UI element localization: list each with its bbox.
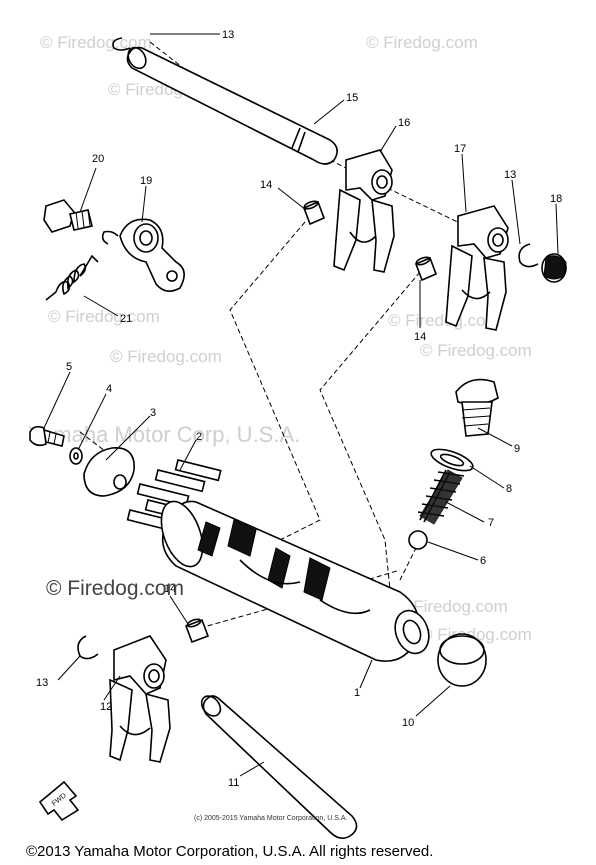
- circlip-top: [112, 37, 131, 51]
- stopper-plate-3: [83, 447, 135, 497]
- cap-10: [437, 633, 487, 687]
- label-15: 15: [346, 92, 358, 104]
- firedog-watermark: © Firedog.com: [420, 341, 532, 360]
- label-2: 2: [196, 431, 202, 443]
- label-14-lower: 14: [164, 583, 176, 595]
- screw-5: [29, 425, 65, 447]
- shift-fork-17: [445, 205, 509, 331]
- shift-cam-drum-1: [160, 500, 430, 662]
- label-4: 4: [106, 383, 112, 395]
- label-9: 9: [514, 443, 520, 455]
- guide-pin-upper-left: [302, 200, 326, 226]
- label-3: 3: [150, 407, 156, 419]
- washer-4: [69, 447, 83, 465]
- shift-shaft-lower: [200, 695, 358, 840]
- shift-fork-12: [109, 635, 171, 763]
- firedog-watermark: © Firedog.com: [40, 33, 152, 52]
- label-12: 12: [100, 701, 112, 713]
- firedog-watermark: © Firedog.com: [396, 597, 508, 616]
- label-13-right: 13: [504, 169, 516, 181]
- label-16: 16: [398, 117, 410, 129]
- ball-6: [408, 530, 428, 550]
- label-11: 11: [228, 777, 239, 789]
- label-14-mid: 14: [414, 331, 426, 343]
- label-13-top: 13: [222, 29, 234, 41]
- fwd-arrow-icon: FWD: [38, 780, 80, 822]
- label-21: 21: [120, 313, 132, 325]
- part-labels: 13 15 16 17 13 18 14 14 20 19 21 5 4 3 2…: [36, 29, 562, 789]
- label-1: 1: [354, 687, 360, 699]
- credit-line: (c) 2005-2015 Yamaha Motor Corporation, …: [194, 815, 347, 822]
- label-14-upper: 14: [260, 179, 272, 191]
- label-13-lower: 13: [36, 677, 48, 689]
- bolt-20: [43, 199, 93, 233]
- firedog-watermark: © Firedog.com: [48, 307, 160, 326]
- firedog-watermark: © Firedog.com: [388, 311, 500, 330]
- label-7: 7: [488, 517, 494, 529]
- guide-pin-upper-right: [414, 256, 438, 282]
- circlip-right: [518, 243, 539, 268]
- label-19: 19: [140, 175, 152, 187]
- label-8: 8: [506, 483, 512, 495]
- stopper-lever-19: [101, 218, 185, 292]
- plug-18: [541, 253, 567, 283]
- label-20: 20: [92, 153, 104, 165]
- label-17: 17: [454, 143, 466, 155]
- label-6: 6: [480, 555, 486, 567]
- label-10: 10: [402, 717, 414, 729]
- label-5: 5: [66, 361, 72, 373]
- gasket-8: [430, 448, 474, 472]
- firedog-watermark: © Firedog.com: [110, 347, 222, 366]
- plug-bolt-9: [455, 378, 499, 437]
- label-18: 18: [550, 193, 562, 205]
- firedog-watermark: © Firedog.com: [366, 33, 478, 52]
- spring-7: [417, 469, 465, 525]
- spring-21: [45, 254, 99, 301]
- firedog-watermark-large: © Firedog.com: [46, 577, 184, 600]
- guide-pin-lower: [184, 618, 210, 644]
- circlip-lower: [77, 635, 99, 660]
- copyright-footer: ©2013 Yamaha Motor Corporation, U.S.A. A…: [26, 843, 433, 860]
- shift-shaft-upper: [126, 46, 338, 165]
- shift-fork-16: [333, 149, 395, 273]
- leader-lines: [43, 33, 559, 777]
- yamaha-watermark: Yamaha Motor Corp, U.S.A.: [28, 422, 300, 447]
